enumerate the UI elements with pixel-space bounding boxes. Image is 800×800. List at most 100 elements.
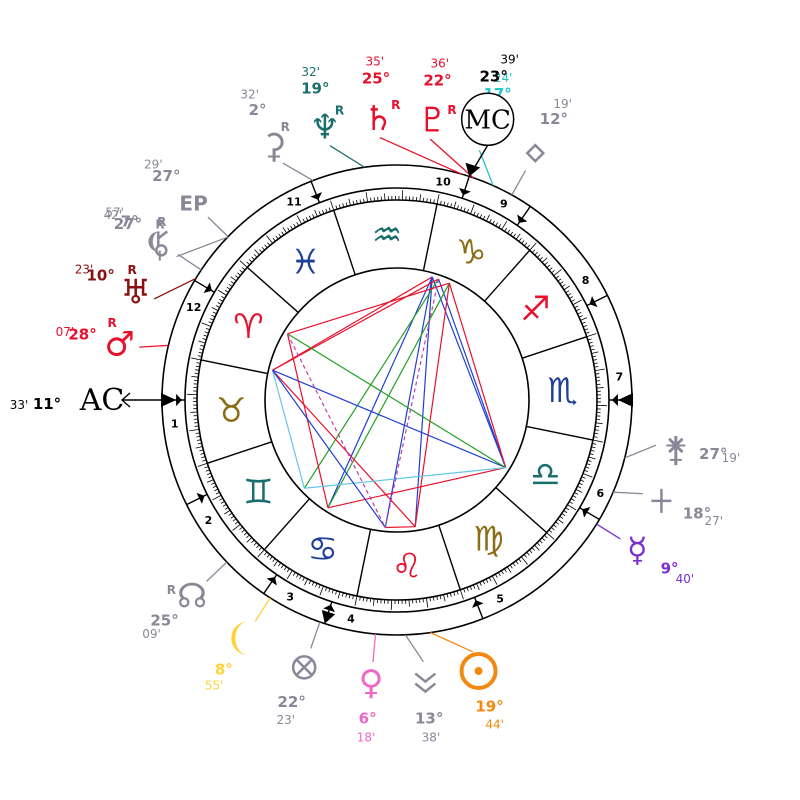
degree-tick [515, 233, 521, 240]
mercury-icon: ☿ [627, 531, 648, 571]
house-number-1: 1 [171, 417, 179, 430]
degree-tick [473, 211, 476, 216]
degree-tick [230, 276, 237, 282]
degree-tick [246, 261, 250, 266]
aquarius-sign: ♒ [372, 215, 402, 255]
degree-tick [580, 317, 588, 321]
venus-icon: ♀ [359, 663, 384, 703]
degree-tick [586, 333, 597, 338]
mc-minutes: 39' [500, 52, 519, 66]
degree-tick [275, 235, 279, 240]
degree-tick [555, 521, 559, 525]
degree-tick [531, 249, 536, 253]
sign-glyphs: ♈♉♊♋♌♍♎♏♐♑♒♓ [200, 203, 594, 597]
degree-tick [595, 422, 603, 425]
degree-tick [482, 215, 486, 220]
jupiter-minutes: 24' [494, 71, 513, 85]
degree-tick [584, 469, 589, 472]
degree-tick [328, 207, 331, 212]
pluto-degree: 22° [423, 72, 451, 90]
juno-icon: ⚵ [663, 430, 688, 470]
degree-tick [572, 299, 582, 306]
degree-tick [205, 328, 210, 331]
degree-tick [559, 515, 564, 519]
degree-tick [590, 449, 595, 452]
virgo-sign: ♍ [473, 520, 503, 560]
ceres-retrograde-label: R [281, 120, 290, 134]
degree-tick [546, 532, 555, 540]
degree-tick [211, 314, 216, 318]
degree-tick [239, 526, 243, 530]
degree-tick [521, 556, 528, 565]
ac-arrow-icon [120, 392, 131, 408]
degree-tick [460, 206, 463, 211]
pallas-minutes: 27' [704, 514, 723, 528]
degree-tick [594, 368, 605, 372]
degree-tick [264, 244, 268, 249]
aspect-line [286, 333, 329, 508]
degree-tick [366, 597, 368, 602]
degree-tick [565, 290, 570, 294]
aspect-line [327, 467, 506, 509]
degree-tick [425, 597, 429, 608]
degree-tick [529, 549, 533, 554]
lilith-degree: 27° [114, 215, 142, 233]
degree-tick [217, 302, 222, 305]
degree-tick [512, 233, 516, 238]
degree-tick [211, 307, 219, 311]
degree-tick [208, 476, 213, 479]
degree-tick [264, 551, 268, 556]
degree-tick [331, 589, 334, 594]
degree-tick [197, 462, 208, 467]
degree-tick [436, 595, 438, 601]
pallas-degree: 18° [683, 504, 711, 522]
moon-minutes: 55' [205, 678, 224, 692]
body-pointer-lines [139, 136, 657, 663]
degree-tick [537, 254, 541, 258]
east-point-degree: 27° [152, 167, 180, 185]
degree-tick [572, 495, 577, 498]
vertex-minutes: 38' [422, 730, 441, 744]
aspect-line [414, 283, 450, 527]
degree-tick [293, 223, 296, 228]
sun-degree: 19° [475, 697, 503, 715]
degree-tick [338, 204, 341, 209]
house-cusp-arrow [310, 192, 322, 200]
degree-tick [590, 348, 595, 351]
fortune-pointer [310, 621, 321, 649]
fortune-icon [291, 655, 317, 680]
degree-tick [292, 572, 296, 576]
saturn-icon: ♄ [363, 99, 393, 139]
saturn-degree: 25° [362, 70, 390, 88]
degree-tick [591, 446, 596, 449]
degree-tick [305, 217, 309, 222]
degree-tick [211, 482, 216, 485]
degree-tick [204, 466, 209, 469]
degree-tick [473, 584, 476, 589]
degree-tick [335, 590, 338, 595]
house-cusp-arrow [582, 506, 591, 518]
ac-marker [161, 393, 176, 407]
house-number-6: 6 [596, 487, 604, 500]
degree-tick [251, 539, 255, 544]
degree-tick [203, 334, 208, 337]
degree-tick [197, 355, 202, 357]
degree-tick [510, 231, 514, 236]
degree-tick [253, 542, 257, 546]
aspect-line [438, 278, 507, 468]
degree-tick [235, 275, 239, 279]
vertex-icon [414, 682, 437, 694]
degree-tick [241, 529, 246, 533]
venus-pointer [372, 633, 377, 662]
degree-tick [228, 512, 233, 516]
degree-tick [196, 435, 201, 438]
sign-boundary [484, 249, 531, 302]
neptune-degree: 19° [301, 80, 329, 98]
degree-tick [283, 566, 287, 571]
chiron-pointer [177, 253, 202, 271]
degree-tick [220, 501, 225, 504]
degree-tick [577, 311, 582, 315]
degree-tick [278, 233, 282, 238]
degree-tick [524, 242, 528, 247]
